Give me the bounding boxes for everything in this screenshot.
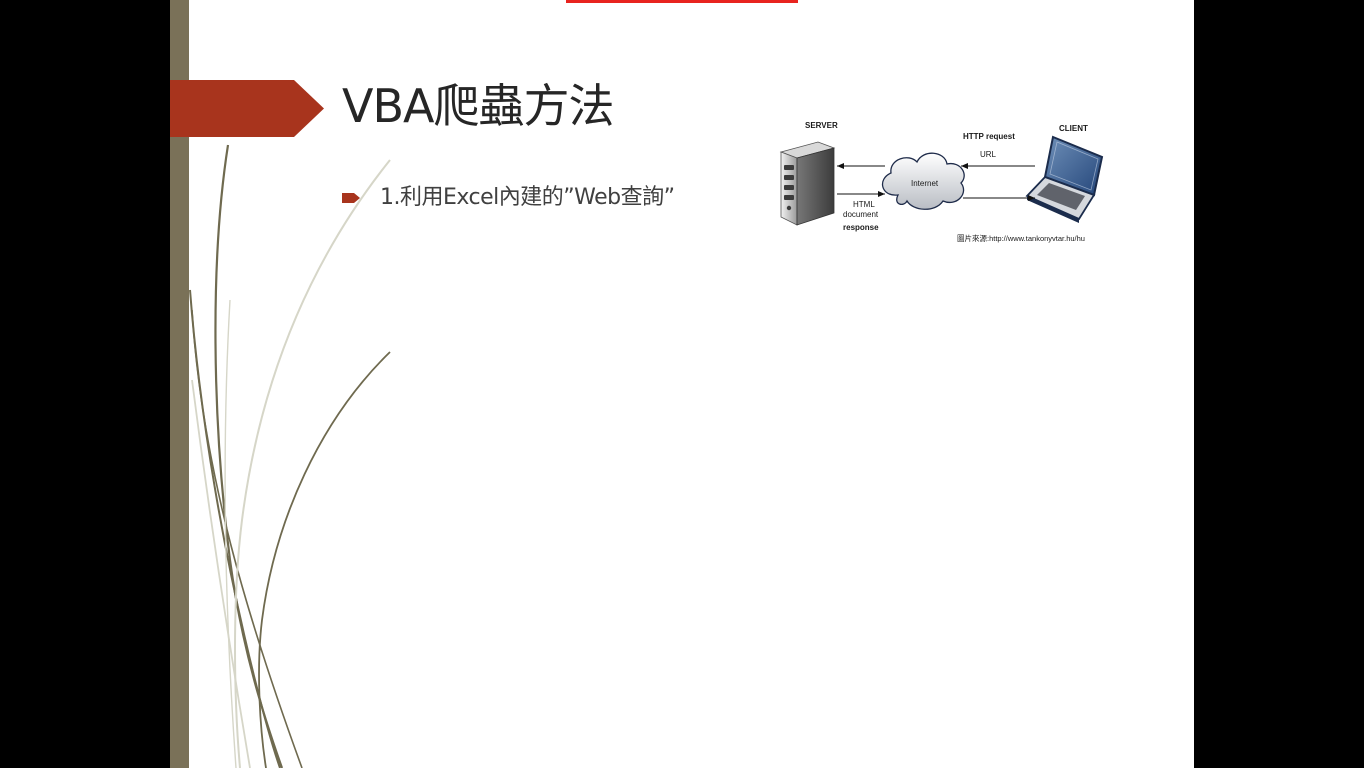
bullet-item: 1.利用Excel內建的”Web查詢” [342, 181, 675, 215]
response-label: response [843, 223, 879, 232]
laptop-icon [1025, 135, 1104, 223]
client-label: CLIENT [1059, 124, 1088, 133]
title-arrow-shape [170, 80, 324, 137]
arrow-bullet-icon [342, 193, 360, 203]
document-label: document [843, 210, 879, 219]
bullet-text: 1.利用Excel內建的”Web查詢” [380, 185, 675, 210]
server-label: SERVER [805, 121, 838, 130]
image-source-credit: 圖片來源:http://www.tankonyvtar.hu/hu [957, 234, 1085, 243]
internet-cloud-icon [881, 152, 965, 210]
decorative-curves [189, 144, 391, 768]
client-server-diagram: SERVER CLIENT HTTP request URL Internet … [773, 115, 1133, 250]
slide-title: VBA爬蟲方法 [342, 79, 614, 133]
side-bar [170, 0, 189, 768]
url-label: URL [980, 150, 997, 159]
server-tower-icon [779, 141, 836, 226]
internet-label: Internet [911, 179, 939, 188]
html-label: HTML [853, 200, 875, 209]
http-request-label: HTTP request [963, 132, 1015, 141]
top-accent-bar [566, 0, 798, 3]
slide: VBA爬蟲方法 1.利用Excel內建的”Web查詢” [170, 0, 1194, 768]
